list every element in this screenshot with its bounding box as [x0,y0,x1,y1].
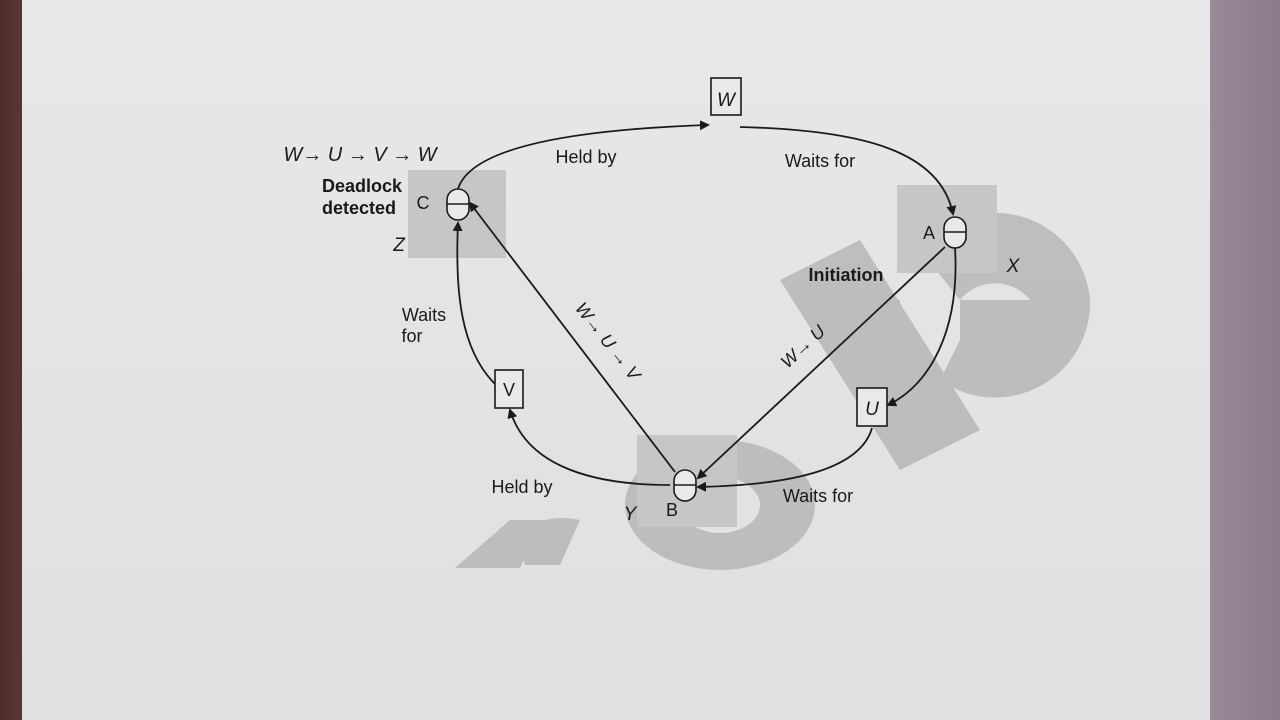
node-a-label: A [923,223,935,243]
node-c [446,188,470,221]
transaction-u-label: U [865,399,879,420]
site-z-label: Z [392,235,406,256]
held-by-bottom-label: Held by [491,477,552,497]
edge-b-to-c-probe [468,201,676,473]
waits-for-left-line2: for [401,326,422,346]
edge-c-to-w-held-by [457,120,710,190]
node-c-label: C [417,193,430,213]
probe-path-label: W→ U → V [571,299,645,386]
edge-v-to-c-waits-for [452,221,497,386]
desk-background-right [1210,0,1280,720]
waits-for-bottom-label: Waits for [783,486,853,506]
transaction-v-label: V [503,380,515,400]
waits-for-left-line1: Waits [402,305,446,325]
transaction-u-box [856,387,888,427]
held-by-top-label: Held by [555,147,616,167]
transaction-w-box [710,77,742,116]
waits-for-top-label: Waits for [785,151,855,171]
initiation-label: Initiation [809,265,884,285]
transaction-v-box [494,369,524,409]
deadlock-detected-line1: Deadlock [322,176,403,196]
edge-a-to-b-initiation [696,246,946,480]
deadlock-path-label: W→ U → V → W [283,144,438,166]
node-b-label: B [666,500,678,520]
transaction-w-label: W [717,90,737,111]
node-b [673,469,697,502]
edge-u-to-b-waits-for [696,427,873,492]
site-x-label: X [1006,256,1021,277]
site-y-label: Y [624,504,638,525]
edge-b-to-v-held-by [507,408,671,486]
edge-a-to-u [886,247,957,407]
node-a [943,216,967,249]
edge-w-to-a-waits-for [739,126,957,216]
deadlock-detected-line2: detected [322,198,396,218]
